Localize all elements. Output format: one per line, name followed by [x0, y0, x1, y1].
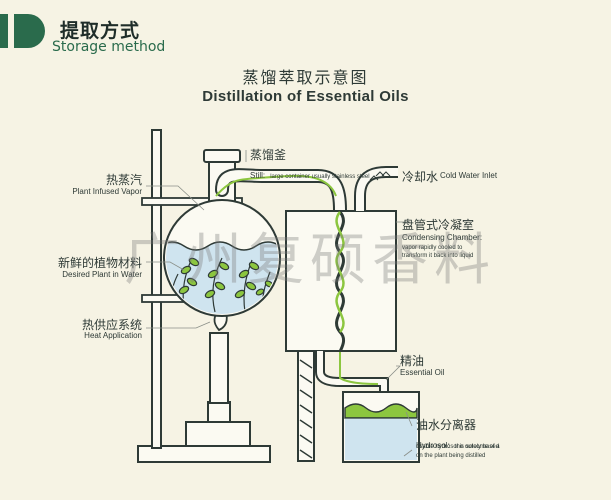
label-hydrosol-en: Hydrosol: [416, 441, 450, 450]
burner-base [185, 421, 251, 447]
label-vapor-en: Plant Infused Vapor [72, 187, 142, 196]
label-still-cn: 蒸馏釜 [250, 148, 287, 162]
label-condenser-note2: transform it back into liquid [402, 253, 474, 259]
label-still-en-row: Still: large container usually stainless… [250, 163, 370, 182]
label-hydrosol-row: Hydrosol: the outcome of a [416, 433, 500, 452]
label-heat-en: Heat Application [84, 331, 142, 340]
label-plant-en: Desired Plant in Water [62, 270, 142, 279]
diagram-title: 蒸馏萃取示意图 [242, 68, 369, 87]
diagram-subtitle: Distillation of Essential Oils [202, 88, 409, 105]
label-cold-en: Cold Water Inlet [440, 171, 498, 180]
label-oil-cn: 精油 [400, 354, 425, 368]
label-heat-cn: 热供应系统 [81, 318, 142, 332]
header-subtitle: Storage method [52, 39, 166, 55]
label-still-note: large container usually stainless steel [270, 174, 370, 180]
label-condenser-cn: 盘管式冷凝室 [402, 218, 475, 232]
label-hydrosol-note1: the outcome of a [454, 444, 500, 450]
brand-logo [0, 14, 45, 48]
label-condenser-en: Condensing Chamber: [402, 233, 483, 242]
stand-rod [151, 129, 162, 449]
label-cold-cn: 冷却水 [402, 170, 439, 184]
label-hydrosol-cn: 油水分离器 [416, 418, 477, 432]
label-still-en: Still: [250, 171, 266, 180]
label-hydrosol-note3: on the plant being distilled [416, 453, 486, 459]
label-hydrosol-note2: usable hydrosol is solely based [416, 444, 500, 450]
label-condenser-note1: vapor rapidly cooled to [402, 245, 463, 251]
header-title: 提取方式 [60, 20, 141, 42]
label-vapor-cn: 热蒸汽 [105, 173, 142, 187]
flask-neck [203, 149, 241, 163]
label-oil-en: Essential Oil [400, 368, 445, 377]
burner-column [209, 332, 229, 404]
label-plant-cn: 新鲜的植物材料 [57, 256, 142, 270]
